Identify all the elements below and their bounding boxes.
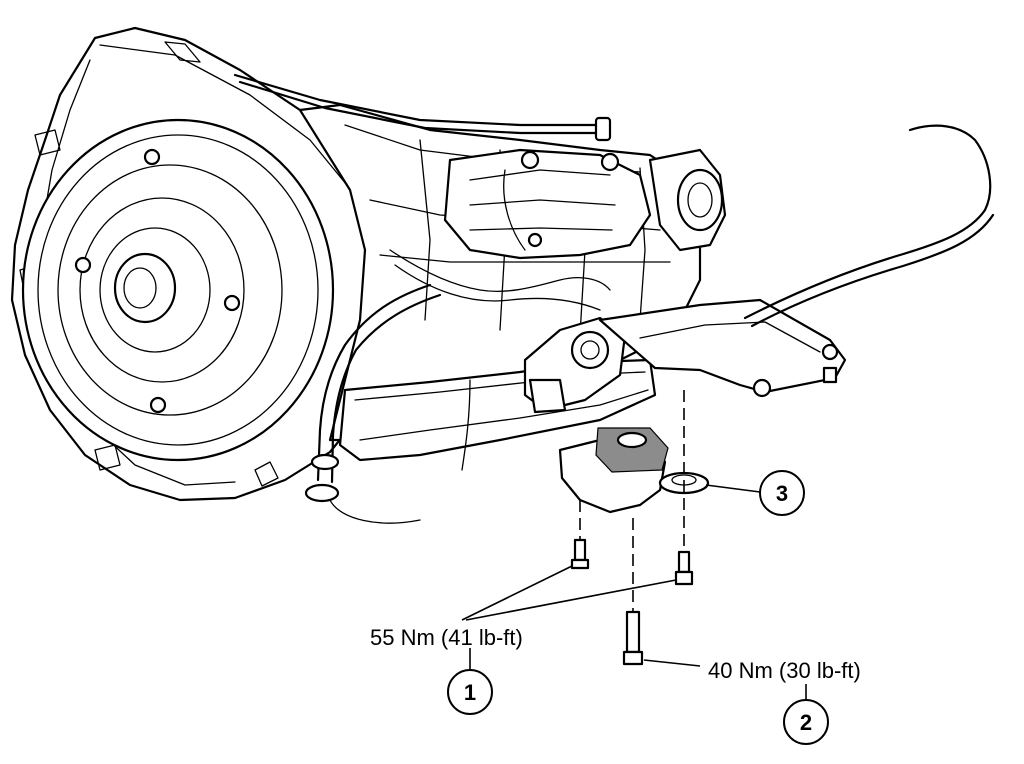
callout-3-label: 3 [776, 481, 788, 506]
cooler-line-top [233, 73, 602, 127]
crossmember-bolt [622, 610, 644, 666]
callout-2-label: 2 [800, 710, 812, 735]
mount-bolt-left [570, 538, 590, 570]
callout-1: 1 [447, 669, 493, 715]
fasteners [570, 390, 694, 666]
torque-spec-1: 55 Nm (41 lb-ft) [370, 625, 523, 650]
wiring-harness [389, 249, 611, 293]
torque-converter [21, 118, 335, 462]
valve-body [443, 148, 652, 260]
torque-spec-2: 40 Nm (30 lb-ft) [708, 658, 861, 683]
callout-1-label: 1 [464, 680, 476, 705]
shift-cable [743, 124, 992, 320]
leader-lines [461, 484, 807, 700]
converter-hub [113, 252, 177, 324]
callout-3: 3 [759, 470, 805, 516]
filler-tube [316, 283, 432, 482]
transmission-assembly [10, 26, 995, 524]
callout-2: 2 [783, 699, 829, 745]
mount-bolt-right [674, 550, 694, 586]
